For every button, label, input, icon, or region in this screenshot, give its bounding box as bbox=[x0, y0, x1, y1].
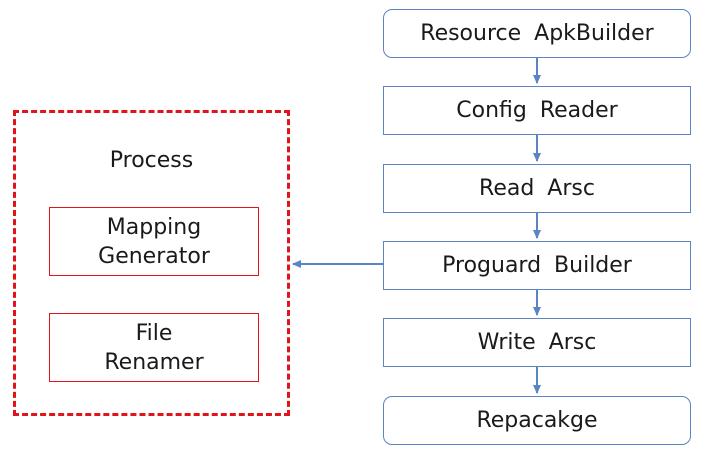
process-group: Process Mapping Generator File Renamer bbox=[13, 110, 290, 416]
step-label: Read Arsc bbox=[479, 176, 595, 201]
process-title: Process bbox=[109, 148, 194, 173]
step-label: Config Reader bbox=[456, 98, 618, 123]
step-proguard-builder: Proguard Builder bbox=[383, 241, 691, 290]
step-label: Write Arsc bbox=[477, 330, 597, 355]
step-label: Proguard Builder bbox=[442, 253, 632, 278]
module-label-line1: File bbox=[135, 320, 173, 346]
step-read-arsc: Read Arsc bbox=[383, 164, 691, 213]
module-mapping-generator: Mapping Generator bbox=[49, 207, 259, 276]
step-label: Resource ApkBuilder bbox=[420, 21, 654, 46]
step-resource-apkbuilder: Resource ApkBuilder bbox=[383, 9, 691, 58]
step-repackage: Repacakge bbox=[383, 396, 691, 445]
module-file-renamer: File Renamer bbox=[49, 313, 259, 382]
module-label-line2: Renamer bbox=[104, 349, 204, 375]
module-label-line2: Generator bbox=[98, 243, 210, 269]
module-label-line1: Mapping bbox=[106, 214, 202, 240]
step-write-arsc: Write Arsc bbox=[383, 318, 691, 367]
step-label: Repacakge bbox=[476, 408, 598, 433]
step-config-reader: Config Reader bbox=[383, 86, 691, 135]
